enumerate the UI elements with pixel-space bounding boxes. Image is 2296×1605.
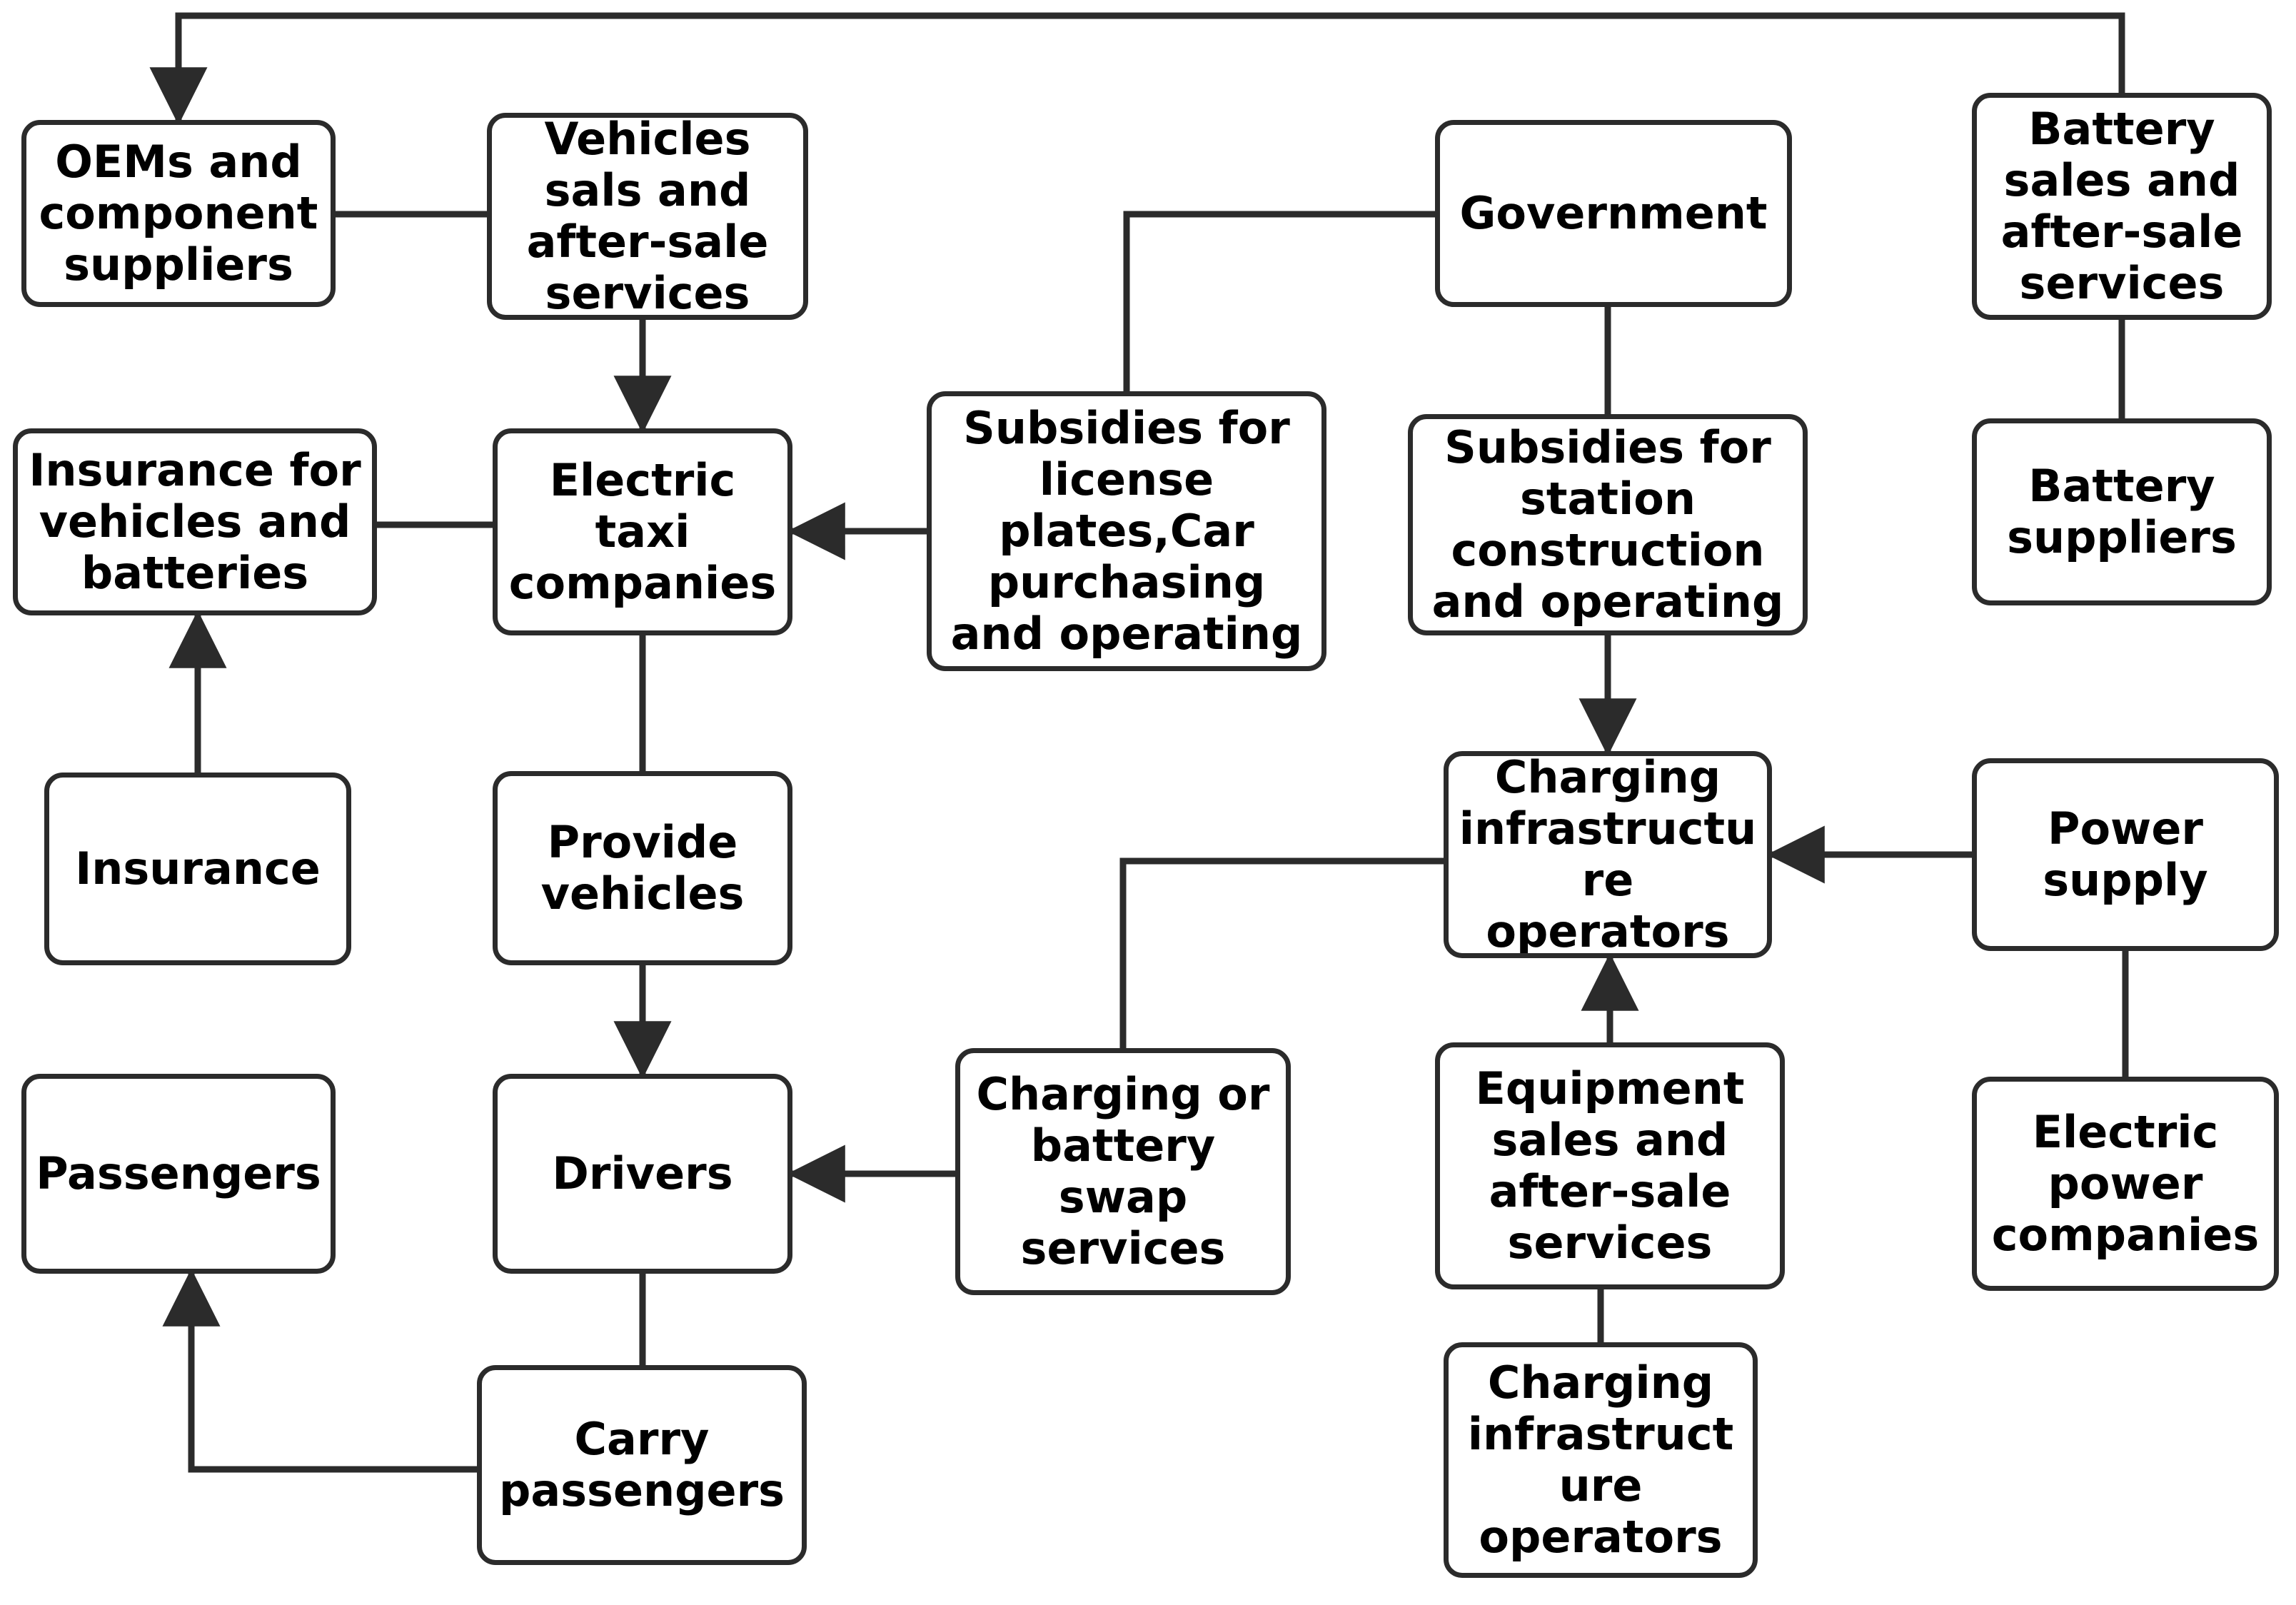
node-provide-vehicles[interactable]: Provide vehicles <box>493 771 792 965</box>
node-label: Battery suppliers <box>2007 460 2237 563</box>
node-battery-suppliers[interactable]: Battery suppliers <box>1972 418 2272 605</box>
node-label: Government <box>1459 187 1768 240</box>
node-label: Equipment sales and after-sale services <box>1475 1062 1745 1269</box>
node-label: Insurance for vehicles and batteries <box>29 444 361 599</box>
node-label: Drivers <box>552 1147 733 1200</box>
node-government[interactable]: Government <box>1435 120 1792 307</box>
node-label: Provide vehicles <box>540 816 745 920</box>
node-vehicle-sales-and-after-sale-services[interactable]: Vehicles sals and after-sale services <box>487 113 808 320</box>
node-charging-infrastructure-operators[interactable]: Charging infrastructure operators <box>1444 751 1772 958</box>
node-power-supply[interactable]: Power supply <box>1972 758 2279 951</box>
node-label: Power supply <box>2043 802 2208 906</box>
node-label: OEMs and component suppliers <box>39 136 318 291</box>
node-equipment-sales-and-after-sale-services[interactable]: Equipment sales and after-sale services <box>1435 1042 1785 1289</box>
node-label: Charging infrastructure operators <box>1459 751 1757 957</box>
node-label: Vehicles sals and after-sale services <box>526 113 769 319</box>
node-drivers[interactable]: Drivers <box>493 1074 792 1274</box>
node-passengers[interactable]: Passengers <box>21 1074 336 1274</box>
node-label: Passengers <box>36 1147 321 1200</box>
node-label: Subsidies for license plates,Car purchas… <box>950 402 1303 660</box>
node-charging-or-battery-swap-services[interactable]: Charging or battery swap services <box>955 1048 1291 1295</box>
node-battery-sales-and-after-sale-services[interactable]: Battery sales and after-sale services <box>1972 93 2272 320</box>
node-subsidies-for-license-plates-car-purchasing-and-operating[interactable]: Subsidies for license plates,Car purchas… <box>927 391 1326 671</box>
node-oems-and-component-suppliers[interactable]: OEMs and component suppliers <box>21 120 336 307</box>
node-insurance-for-vehicles-and-batteries[interactable]: Insurance for vehicles and batteries <box>13 428 377 615</box>
node-carry-passengers[interactable]: Carry passengers <box>477 1365 807 1565</box>
node-label: Battery sales and after-sale services <box>2000 103 2243 309</box>
node-electric-power-companies[interactable]: Electric power companies <box>1972 1077 2279 1291</box>
node-label: Subsidies for station construction and o… <box>1431 421 1784 628</box>
node-electric-taxi-companies[interactable]: Electric taxi companies <box>493 428 792 635</box>
node-label: Charging or battery swap services <box>976 1068 1270 1274</box>
node-label: Charging infrastructure operators <box>1467 1357 1734 1563</box>
node-label: Carry passengers <box>498 1413 785 1516</box>
node-subsidies-for-station-construction-and-operating[interactable]: Subsidies for station construction and o… <box>1408 414 1808 635</box>
node-label: Electric taxi companies <box>508 454 777 609</box>
node-label: Insurance <box>75 842 321 895</box>
node-label: Electric power companies <box>1991 1106 2260 1261</box>
node-insurance[interactable]: Insurance <box>44 773 351 965</box>
node-charging-infrastructure-operators-2[interactable]: Charging infrastructure operators <box>1444 1342 1758 1578</box>
